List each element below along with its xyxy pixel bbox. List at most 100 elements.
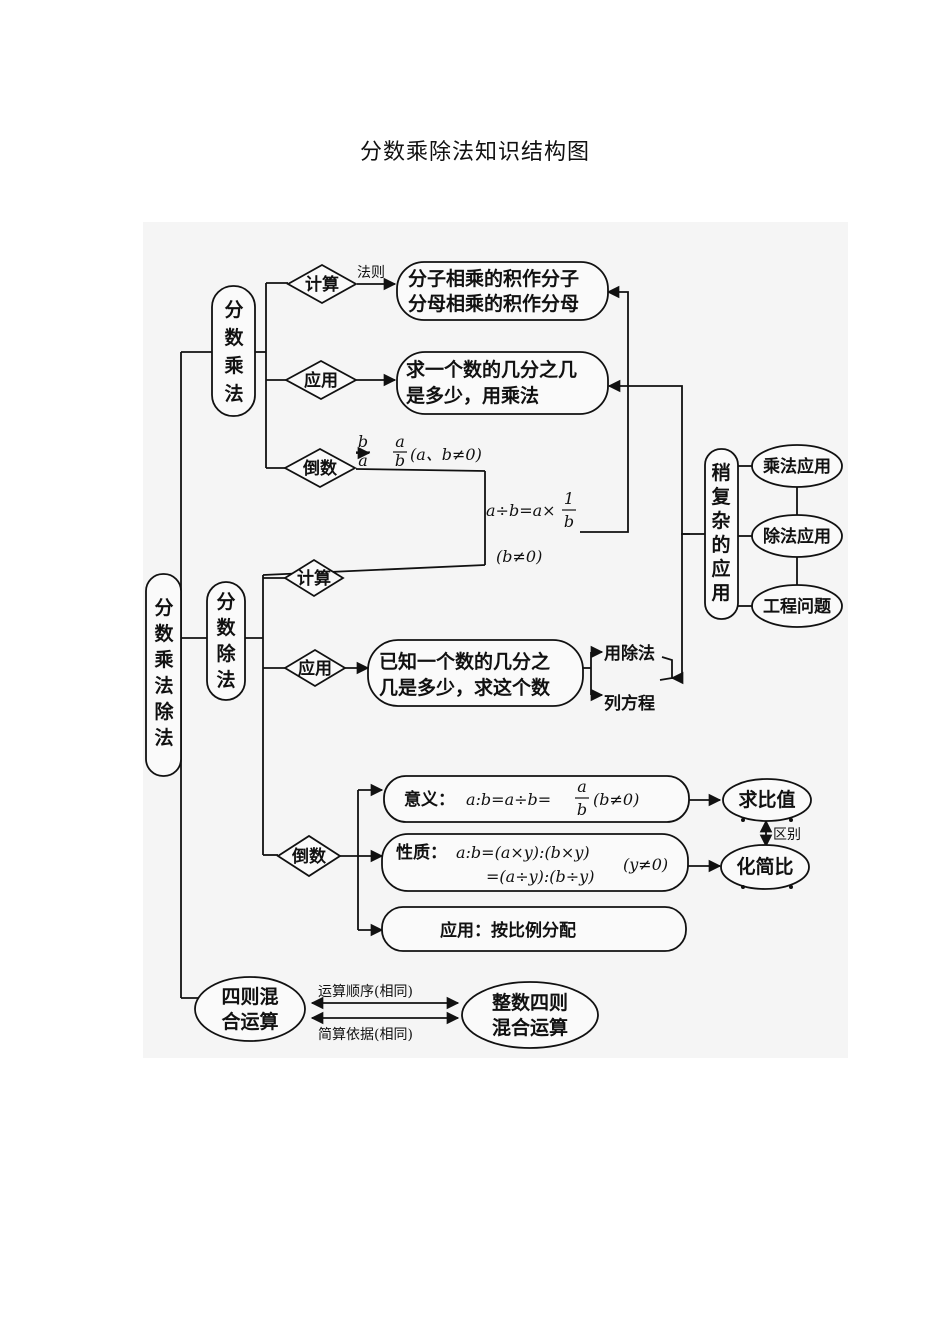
svg-text:a: a [358, 451, 368, 470]
simplify-ratio-node [720, 844, 810, 890]
reciprocal-formula: b a a b (a、b≠0) [356, 432, 482, 470]
svg-text:法: 法 [224, 382, 243, 405]
svg-text:(b≠0): (b≠0) [593, 790, 639, 809]
mult-node [211, 285, 256, 417]
svg-text:数: 数 [154, 622, 174, 645]
svg-text:法: 法 [216, 668, 235, 691]
emphasis-dots [741, 818, 793, 889]
mult-calc-diamond [286, 263, 358, 305]
complex-node [704, 448, 739, 620]
mult-app-line-1: 求一个数的几分之几 [406, 358, 577, 381]
svg-text:b: b [577, 800, 587, 819]
mult-label: 分 数 乘 法 [223, 299, 244, 405]
ratio-property: 性质： a:b=(a×y):(b×y) =(a÷y):(b÷y) (y≠0) [396, 842, 668, 886]
rule-box [396, 261, 609, 321]
svg-text:乘: 乘 [223, 355, 243, 377]
svg-text:复: 复 [710, 485, 731, 508]
mixed-line-2: 合运算 [221, 1010, 278, 1033]
div-app-line-1: 已知一个数的几分之 [379, 650, 550, 673]
svg-text:法: 法 [154, 674, 173, 697]
svg-text:杂: 杂 [711, 510, 730, 532]
complex-item-2-label: 除法应用 [763, 526, 831, 547]
svg-text:b: b [395, 451, 405, 470]
div-label: 分 数 除 法 [216, 591, 236, 691]
division-formula: a÷b=a× 1 b (b≠0) [486, 489, 576, 566]
svg-text:法: 法 [154, 726, 173, 749]
rule-label: 法则 [357, 265, 385, 281]
mult-app-diamond [284, 359, 358, 401]
svg-text:除: 除 [154, 700, 174, 723]
svg-text:分: 分 [224, 299, 243, 321]
rule-line-2: 分母相乘的积作分母 [408, 292, 579, 315]
mixed-line-1: 四则混 [221, 986, 278, 1008]
order-label: 运算顺序(相同) [318, 984, 413, 1000]
mult-calc-label: 计算 [305, 274, 339, 295]
svg-text:b: b [564, 512, 574, 531]
div-app-line-2: 几是多少，求这个数 [379, 676, 551, 699]
arrow-complex-to-mult [607, 379, 690, 535]
ratio-meaning-box [383, 775, 690, 823]
arrow-div-to-mult [580, 285, 629, 533]
svg-text:(y≠0): (y≠0) [623, 855, 668, 874]
ratio-meaning: 意义： a:b=a÷b= a b (b≠0) [404, 777, 639, 819]
method-equation: 列方程 [604, 693, 655, 714]
svg-text:性质：: 性质： [396, 842, 447, 863]
complex-item-3 [751, 584, 843, 628]
complex-item-3-label: 工程问题 [763, 596, 832, 617]
method-bracket [659, 656, 673, 681]
mult-app-box [396, 351, 609, 415]
svg-text:=(a÷y):(b÷y): =(a÷y):(b÷y) [486, 867, 594, 886]
complex-item-1 [751, 444, 843, 488]
simplify-ratio-label: 化简比 [736, 855, 793, 878]
integer-line-2: 混合运算 [492, 1016, 568, 1039]
svg-text:应: 应 [711, 557, 730, 580]
svg-text:乘: 乘 [153, 649, 173, 671]
basis-label: 简算依据(相同) [318, 1026, 413, 1043]
svg-text:除: 除 [216, 642, 236, 665]
ratio-application-box [381, 906, 687, 952]
div-calc-diamond [283, 558, 345, 598]
div-app-diamond [283, 648, 347, 688]
svg-text:1: 1 [564, 489, 574, 508]
div-app-box [367, 639, 584, 707]
complex-label: 稍 复 杂 的 应 用 [710, 461, 731, 604]
ratio-node-label: 倒数 [291, 846, 327, 867]
rule-line-1: 分子相乘的积作分子 [408, 267, 579, 290]
ratio-application-label: 应用：按比例分配 [440, 920, 576, 941]
complex-item-1-label: 乘法应用 [762, 456, 831, 477]
svg-text:b: b [358, 432, 368, 451]
svg-text:a:b=(a×y):(b×y): a:b=(a×y):(b×y) [456, 843, 590, 862]
find-ratio-node [722, 778, 812, 822]
svg-text:a: a [395, 432, 405, 451]
svg-text:数: 数 [224, 326, 244, 349]
div-calc-label: 计算 [297, 568, 331, 589]
svg-text:(a、b≠0): (a、b≠0) [410, 445, 482, 464]
integer-mixed-node [461, 981, 599, 1049]
ratio-property-box [381, 833, 689, 892]
div-node [206, 581, 246, 701]
svg-text:用: 用 [711, 582, 730, 604]
svg-text:分: 分 [154, 597, 173, 619]
svg-text:a: a [577, 777, 587, 796]
mult-app-label: 应用 [304, 370, 338, 391]
integer-line-1: 整数四则 [492, 991, 568, 1014]
svg-text:分: 分 [216, 591, 235, 613]
mult-recip-label: 倒数 [302, 458, 338, 479]
method-division: 用除法 [604, 643, 655, 664]
ratio-diamond [276, 834, 342, 878]
svg-text:数: 数 [216, 616, 236, 639]
div-app-label: 应用 [298, 658, 332, 679]
svg-text:稍: 稍 [711, 461, 730, 484]
root-label: 分 数 乘 法 除 法 [153, 597, 174, 749]
root-node [145, 573, 182, 777]
mixed-node [194, 976, 306, 1042]
svg-text:的: 的 [711, 533, 730, 556]
page-title: 分数乘除法知识结构图 [359, 140, 590, 165]
svg-text:意义：: 意义： [404, 789, 455, 810]
svg-text:a:b=a÷b=: a:b=a÷b= [466, 790, 551, 809]
find-ratio-label: 求比值 [738, 788, 795, 811]
complex-item-2 [751, 514, 843, 558]
mult-recip-diamond [283, 447, 357, 489]
difference-label: 区别 [773, 827, 801, 843]
